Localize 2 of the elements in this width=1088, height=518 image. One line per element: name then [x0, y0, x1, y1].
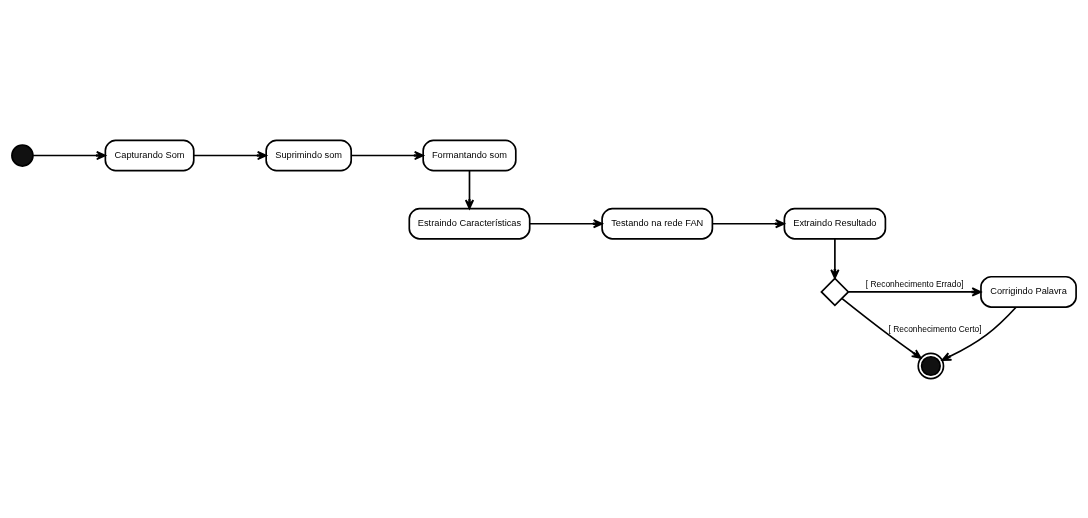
edge-label: [ Reconhecimento Errado] [865, 278, 964, 289]
edge-label: [ Reconhecimento Certo] [888, 323, 982, 334]
